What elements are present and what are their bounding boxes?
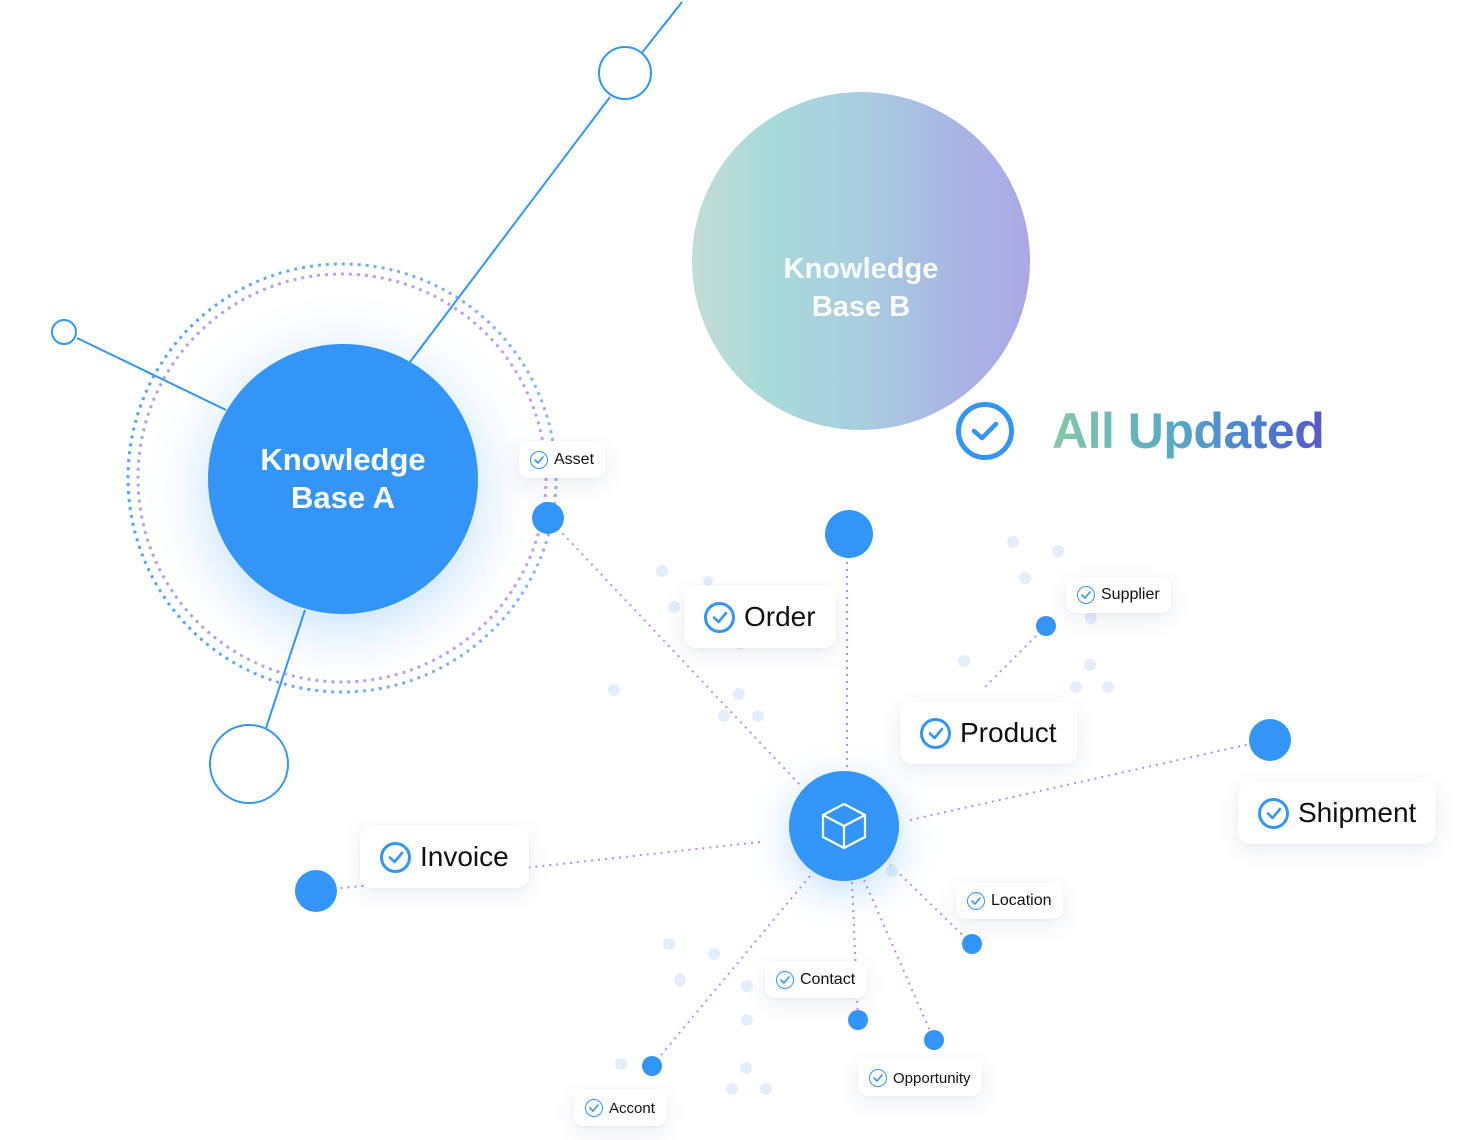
check-icon [1258, 797, 1289, 829]
knowledge-base-a-line1: Knowledge [260, 442, 426, 477]
knowledge-base-a-node[interactable]: Knowledge Base A [208, 344, 478, 614]
knowledge-base-b-line2: Base B [811, 291, 911, 323]
check-circle-icon [956, 402, 1014, 460]
entity-label: Product [960, 717, 1057, 748]
entity-chip-contact[interactable]: Contact [765, 962, 867, 998]
cube-icon [821, 802, 867, 850]
hollow-node-top [598, 46, 652, 100]
entity-chip-product[interactable]: Product [900, 702, 1077, 764]
entity-label: Order [744, 601, 816, 632]
check-icon [380, 841, 411, 873]
hub-node[interactable] [789, 771, 899, 881]
entity-chip-shipment[interactable]: Shipment [1238, 782, 1437, 844]
check-icon [776, 971, 794, 989]
check-icon [869, 1069, 887, 1087]
entity-label: Asset [554, 451, 595, 468]
entity-chip-location[interactable]: Location [956, 883, 1063, 919]
orbit-ring-outer [126, 262, 558, 694]
check-icon [920, 717, 951, 749]
check-icon [967, 892, 985, 910]
entity-chip-invoice[interactable]: Invoice [360, 826, 529, 888]
check-icon [585, 1099, 603, 1117]
hollow-node-left [51, 319, 77, 345]
entity-chip-supplier[interactable]: Supplier [1066, 577, 1171, 613]
line-a-to-bottom-node [265, 609, 306, 729]
update-status: All Updated [956, 396, 1325, 466]
status-label: All Updated [1052, 403, 1325, 459]
entity-label: Location [991, 892, 1052, 909]
line-a-to-top [640, 1, 683, 55]
entity-chip-asset[interactable]: Asset [519, 442, 606, 478]
entity-label: Invoice [420, 841, 509, 872]
knowledge-base-a-line2: Base A [291, 480, 395, 515]
orbit-ring-inner [136, 272, 548, 684]
knowledge-base-b-node[interactable]: Knowledge Base B [692, 92, 1030, 430]
check-icon [704, 601, 735, 633]
line-a-to-ring [409, 96, 611, 363]
hollow-node-bottom [209, 724, 289, 804]
entity-label: Supplier [1101, 586, 1160, 603]
entity-label: Accont [609, 1099, 655, 1117]
entity-label: Opportunity [893, 1069, 971, 1087]
line-a-to-left-node [76, 337, 227, 411]
entity-chip-opportunity[interactable]: Opportunity [858, 1060, 982, 1096]
entity-label: Contact [800, 971, 856, 988]
entity-label: Shipment [1298, 797, 1417, 828]
entity-chip-accont[interactable]: Accont [574, 1090, 666, 1126]
check-icon [1077, 586, 1095, 604]
check-icon [530, 451, 548, 469]
entity-chip-order[interactable]: Order [684, 586, 836, 648]
knowledge-base-b-line1: Knowledge [783, 253, 939, 285]
